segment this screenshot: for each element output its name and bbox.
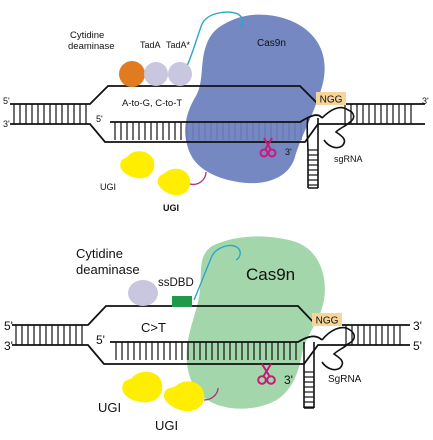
ugi-label-2: UGI: [155, 418, 178, 433]
tada-domain: [144, 62, 168, 86]
ugi-domain-2: [163, 381, 205, 412]
linker-cas-tada: [185, 11, 244, 69]
diagram-bottom: NGG Cytidine deaminase ssDBD Cas9n C>T 5…: [4, 236, 422, 433]
pam-box: [312, 313, 342, 326]
cas9n-label: Cas9n: [246, 265, 295, 284]
three-prime-right: 3': [413, 319, 422, 333]
ugi-domain-1: [120, 151, 155, 179]
five-prime-inner: 5': [96, 114, 103, 124]
dna-rungs-right: [344, 104, 412, 124]
pam-label: NGG: [316, 316, 339, 327]
dna-rungs-left: [13, 104, 87, 124]
five-prime-right: 5': [413, 339, 422, 353]
sgrna-scaffold: [303, 326, 356, 409]
sgrna-label: SgRNA: [328, 374, 362, 385]
edit-label: A-to-G, C-to-T: [122, 98, 182, 109]
deaminase-label-line1: Cytidine: [76, 246, 123, 261]
five-prime-inner: 5': [96, 333, 105, 347]
sgrna-label: sgRNA: [334, 154, 363, 164]
tada-star-label: TadA*: [166, 40, 191, 50]
ugi-domain-1: [122, 371, 163, 403]
cas9n-label: Cas9n: [257, 38, 286, 49]
dna-rungs-left: [15, 325, 83, 345]
pam-box: [316, 92, 346, 105]
panel-base-editor-top: NGG Cytidine deaminase TadA TadA* Cas9n …: [3, 11, 429, 213]
dna-strand-bottom: [12, 344, 410, 365]
hybrid-rungs: [115, 342, 297, 360]
pam-label: NGG: [320, 95, 343, 106]
sgrna-hairpin-rungs: [308, 149, 318, 186]
five-prime-left: 5': [4, 319, 13, 333]
dna-strand-bottom: [10, 123, 425, 143]
sgrna-spacer: [110, 335, 323, 343]
three-prime-left: 3': [4, 339, 13, 353]
three-prime-guide: 3': [284, 373, 293, 387]
panel-base-editor-bottom: NGG Cytidine deaminase ssDBD Cas9n C>T 5…: [0, 220, 433, 440]
scissors-icon: [259, 137, 277, 158]
ugi-label-1: UGI: [100, 182, 116, 192]
deaminase-label-line1: Cytidine: [70, 30, 104, 41]
ugi-linker: [203, 387, 219, 401]
cas9n-protein: [186, 236, 325, 409]
deaminase-label-line2: deaminase: [76, 262, 140, 277]
ssdbd-label: ssDBD: [158, 277, 194, 289]
ssdbd-domain: [172, 296, 192, 307]
ugi-linker: [189, 171, 207, 186]
deaminase-label-line2: deaminase: [68, 41, 114, 52]
ugi-label-2: UGI: [163, 203, 179, 213]
cas9n-protein: [185, 14, 325, 184]
sgrna-hairpin-rungs: [304, 371, 314, 408]
three-prime-guide: 3': [285, 147, 292, 157]
diagram-top: NGG Cytidine deaminase TadA TadA* Cas9n …: [3, 11, 429, 213]
sgrna-scaffold: [306, 106, 355, 189]
tada-label: TadA: [140, 40, 161, 50]
linker-cas-ssdbd: [193, 244, 241, 301]
three-prime-left: 3': [3, 119, 10, 129]
ugi-label-1: UGI: [98, 400, 121, 415]
ugi-domain-2: [157, 168, 191, 196]
cytidine-deaminase-domain: [128, 280, 158, 306]
cytidine-deaminase-domain: [119, 61, 145, 87]
sgrna-spacer: [110, 114, 323, 123]
five-prime-left: 5': [3, 96, 10, 106]
three-prime-right: 3': [422, 96, 429, 106]
edit-label: C>T: [141, 320, 166, 335]
tada-star-domain: [168, 62, 192, 86]
scissors-icon: [257, 363, 276, 385]
